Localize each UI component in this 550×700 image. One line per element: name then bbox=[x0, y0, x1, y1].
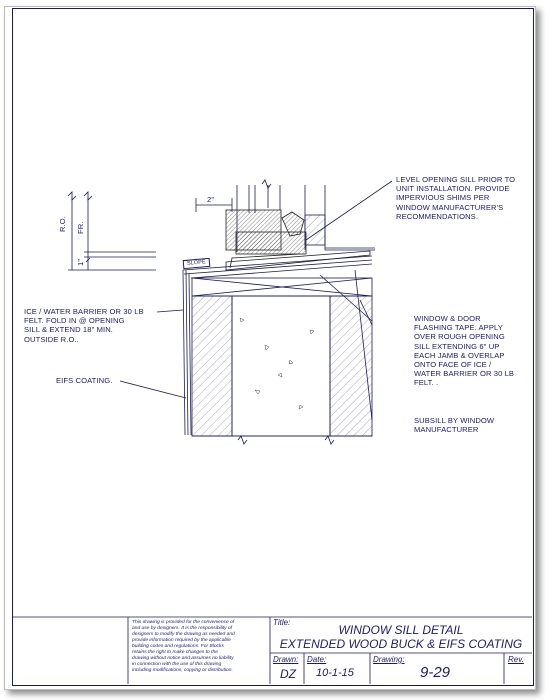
title-block: Title: WINDOW SILL DETAIL EXTENDED WOOD … bbox=[270, 617, 532, 684]
drawing-number: 9-29 bbox=[420, 664, 451, 681]
date-label: Date: bbox=[307, 655, 327, 664]
disclaimer-text: This drawing is provided for the conveni… bbox=[132, 620, 235, 673]
drawn-label: Drawn: bbox=[273, 655, 299, 664]
title-label: Title: bbox=[273, 618, 291, 627]
date-value: 10-1-15 bbox=[316, 667, 354, 679]
drawing-sheet bbox=[4, 6, 536, 690]
title-line-2: EXTENDED WOOD BUCK & EIFS COATING bbox=[279, 637, 523, 651]
drawing-border bbox=[12, 8, 534, 686]
note-eifs-coating: EIFS COATING. bbox=[56, 376, 113, 385]
title-line-1: WINDOW SILL DETAIL bbox=[338, 623, 464, 637]
rev-label: Rev. bbox=[508, 655, 524, 664]
drawing-label: Drawing: bbox=[373, 655, 405, 664]
drawn-value: DZ bbox=[280, 667, 296, 681]
dim-two-inch-label: 2" bbox=[207, 195, 215, 204]
